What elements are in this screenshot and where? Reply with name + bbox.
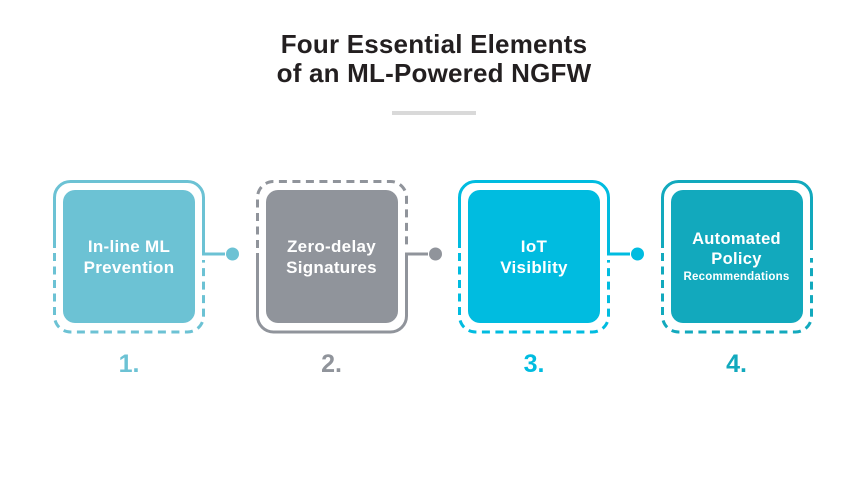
- connector-dot-icon: [631, 247, 644, 261]
- card-number: 3.: [523, 350, 545, 378]
- card-label: IoT Visiblity: [500, 236, 568, 277]
- card-zero-delay-signatures: Zero-delay Signatures 2.: [255, 180, 442, 378]
- card-fill: In-line ML Prevention: [63, 190, 195, 323]
- card-number: 4.: [726, 350, 747, 378]
- page-title-line2: of an ML-Powered NGFW: [276, 58, 592, 88]
- title-divider: [392, 111, 476, 115]
- card-frame-3: [458, 180, 644, 334]
- dashed-border: [458, 253, 610, 334]
- card-inline-ml-prevention: In-line ML Prevention 1.: [53, 180, 239, 378]
- solid-border-connector: [53, 180, 225, 256]
- connector-dot-icon: [226, 247, 239, 261]
- card-sublabel: Recommendations: [683, 271, 790, 283]
- page-title: Four Essential Elements of an ML-Powered…: [0, 30, 868, 88]
- card-label: Zero-delay Signatures: [286, 236, 377, 277]
- dashed-border: [53, 253, 205, 334]
- card-number: 2.: [321, 350, 342, 378]
- card-number: 1.: [118, 350, 140, 378]
- dashed-border: [255, 180, 408, 248]
- solid-border: [660, 180, 813, 250]
- card-fill: Zero-delay Signatures: [265, 190, 398, 323]
- solid-border-connector: [255, 252, 428, 334]
- card-fill: IoT Visiblity: [468, 190, 600, 323]
- connector-dot-icon: [428, 247, 442, 261]
- card-iot-visiblity: IoT Visiblity 3.: [458, 180, 644, 378]
- dashed-border: [660, 253, 813, 334]
- solid-border-connector: [458, 180, 630, 256]
- card-label: In-line ML Prevention: [83, 236, 175, 277]
- card-automated-policy-recommendations: Automated Policy Recommendations 4.: [660, 180, 813, 378]
- card-fill: Automated Policy Recommendations: [670, 190, 803, 323]
- card-frame-4: [660, 180, 813, 334]
- card-frame-1: [53, 180, 239, 334]
- card-label: Automated Policy: [692, 230, 781, 268]
- page-title-line1: Four Essential Elements: [280, 29, 588, 59]
- card-frame-2: [255, 180, 442, 334]
